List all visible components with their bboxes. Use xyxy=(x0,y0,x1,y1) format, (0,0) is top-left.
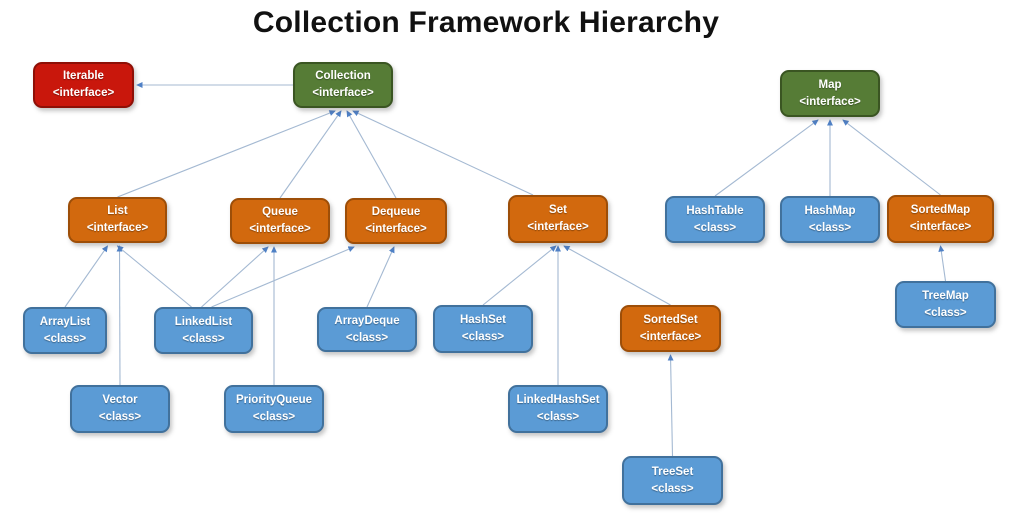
node-hashtable: HashTable <class> xyxy=(665,196,765,243)
node-stereotype: <class> xyxy=(345,331,389,344)
node-stereotype: <interface> xyxy=(52,87,115,99)
node-stereotype: <class> xyxy=(808,221,852,234)
node-label: Queue xyxy=(262,206,298,219)
node-label: HashTable xyxy=(686,204,744,217)
node-stereotype: <interface> xyxy=(86,222,149,234)
edge-vector-to-list xyxy=(116,245,123,386)
edge-treemap-to-sortedmap xyxy=(938,245,947,282)
node-stereotype: <interface> xyxy=(527,221,589,233)
edge-linkedlist-to-list xyxy=(116,245,192,308)
edge-linkedlist-to-dequeue xyxy=(211,246,355,308)
node-label: Collection xyxy=(315,70,371,83)
node-arraydeque: ArrayDeque <class> xyxy=(317,307,417,352)
node-label: SortedMap xyxy=(910,204,971,217)
node-queue: Queue <interface> xyxy=(230,198,330,244)
node-label: Map xyxy=(818,78,842,91)
node-stereotype: <class> xyxy=(182,332,225,345)
node-treemap: TreeMap <class> xyxy=(895,281,996,328)
node-stereotype: <class> xyxy=(98,411,142,423)
node-sortedmap: SortedMap <interface> xyxy=(887,195,994,243)
node-hashset: HashSet <class> xyxy=(433,305,533,353)
node-stereotype: <class> xyxy=(252,411,296,423)
diagram-title: Collection Framework Hierarchy xyxy=(252,6,720,39)
node-stereotype: <interface> xyxy=(639,330,702,343)
node-map: Map <interface> xyxy=(780,70,880,117)
node-stereotype: <class> xyxy=(536,411,580,423)
node-stereotype: <class> xyxy=(43,332,87,345)
node-linkedhashset: LinkedHashSet <class> xyxy=(508,385,608,433)
edge-linkedlist-to-queue xyxy=(201,246,269,308)
edge-arraylist-to-list xyxy=(64,245,109,308)
node-list: List <interface> xyxy=(68,197,167,243)
node-label: ArrayDeque xyxy=(334,314,400,327)
edge-list-to-collection xyxy=(117,110,336,198)
node-label: ArrayList xyxy=(39,315,91,328)
node-iterable: Iterable <interface> xyxy=(33,62,134,108)
node-stereotype: <interface> xyxy=(249,223,311,235)
node-stereotype: <class> xyxy=(693,221,737,234)
edge-queue-to-collection xyxy=(279,110,342,199)
node-priorityqueue: PriorityQueue <class> xyxy=(224,385,324,433)
node-stereotype: <interface> xyxy=(799,95,861,108)
edge-arraydeque-to-dequeue xyxy=(366,246,395,308)
node-stereotype: <class> xyxy=(461,331,505,343)
node-stereotype: <class> xyxy=(651,482,694,495)
node-label: PriorityQueue xyxy=(235,394,313,407)
node-label: Vector xyxy=(102,394,138,407)
node-set: Set <interface> xyxy=(508,195,608,243)
node-hashmap: HashMap <class> xyxy=(780,196,880,243)
edge-dequeue-to-collection xyxy=(346,110,397,199)
node-sortedset: SortedSet <interface> xyxy=(620,305,721,352)
edge-sortedset-to-set xyxy=(563,245,671,306)
node-dequeue: Dequeue <interface> xyxy=(345,198,447,244)
edge-set-to-collection xyxy=(352,110,534,196)
node-arraylist: ArrayList <class> xyxy=(23,307,107,354)
node-label: LinkedHashSet xyxy=(516,394,600,407)
node-label: HashSet xyxy=(459,314,507,327)
edge-hashset-to-set xyxy=(482,245,557,306)
node-stereotype: <interface> xyxy=(312,87,374,99)
node-label: List xyxy=(107,205,128,218)
node-linkedlist: LinkedList <class> xyxy=(154,307,253,354)
node-label: LinkedList xyxy=(174,315,233,328)
node-collection: Collection <interface> xyxy=(293,62,393,108)
node-stereotype: <class> xyxy=(924,306,967,319)
node-label: Set xyxy=(549,204,567,217)
node-label: Dequeue xyxy=(371,206,421,219)
node-label: HashMap xyxy=(804,204,856,217)
node-label: Iterable xyxy=(63,70,104,83)
node-stereotype: <interface> xyxy=(365,223,427,235)
edge-treeset-to-sortedset xyxy=(667,354,674,457)
node-stereotype: <interface> xyxy=(909,221,972,233)
node-label: TreeSet xyxy=(651,465,694,478)
node-vector: Vector <class> xyxy=(70,385,170,433)
node-label: SortedSet xyxy=(643,313,698,326)
node-label: TreeMap xyxy=(922,289,969,302)
node-treeset: TreeSet <class> xyxy=(622,456,723,505)
edge-hashtable-to-map xyxy=(714,119,819,197)
edge-sortedmap-to-map xyxy=(842,119,941,196)
